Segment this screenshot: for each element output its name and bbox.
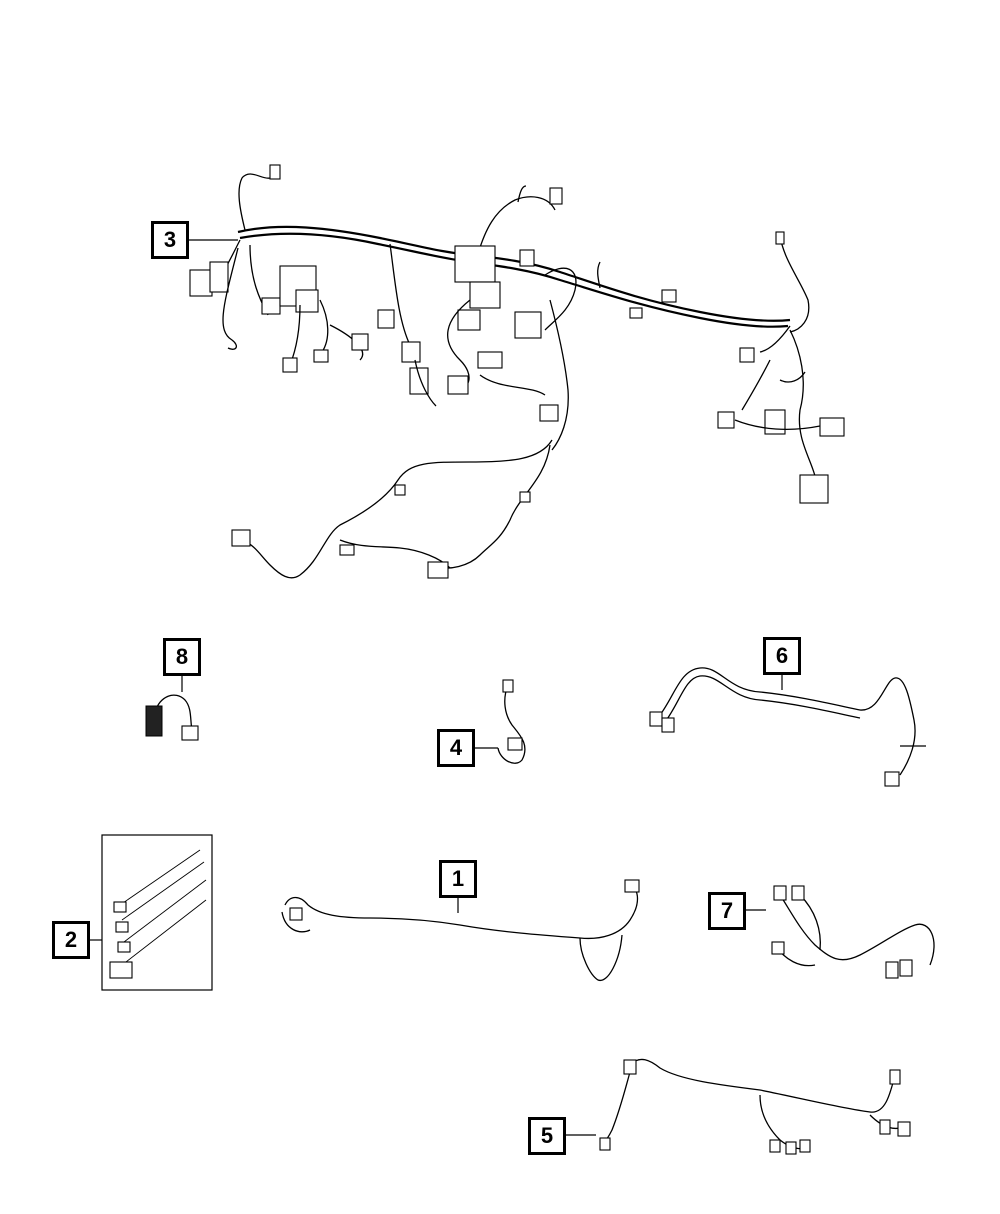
callout-6-label: 6 bbox=[775, 643, 789, 668]
harness-item-6 bbox=[649, 667, 926, 787]
callout-4: 4 bbox=[437, 729, 475, 767]
callout-3: 3 bbox=[151, 221, 189, 259]
harness-item-7 bbox=[746, 885, 935, 979]
callout-8: 8 bbox=[163, 638, 201, 676]
callout-6: 6 bbox=[763, 637, 801, 675]
callout-7: 7 bbox=[708, 892, 746, 930]
callout-1: 1 bbox=[439, 860, 477, 898]
callout-1-label: 1 bbox=[451, 866, 465, 891]
harness-item-1 bbox=[281, 879, 640, 981]
callout-2: 2 bbox=[52, 921, 90, 959]
callout-7-label: 7 bbox=[720, 898, 734, 923]
callout-8-label: 8 bbox=[175, 644, 189, 669]
callout-3-label: 3 bbox=[163, 227, 177, 252]
callout-5-label: 5 bbox=[540, 1123, 554, 1148]
instrument-panel-harness bbox=[189, 164, 845, 579]
harness-item-5 bbox=[566, 1058, 911, 1155]
harness-item-8 bbox=[145, 668, 199, 741]
callout-2-label: 2 bbox=[64, 927, 78, 952]
callout-5: 5 bbox=[528, 1117, 566, 1155]
harness-item-4 bbox=[475, 679, 526, 764]
harness-item-2-kit bbox=[90, 834, 213, 991]
callout-4-label: 4 bbox=[449, 735, 463, 760]
